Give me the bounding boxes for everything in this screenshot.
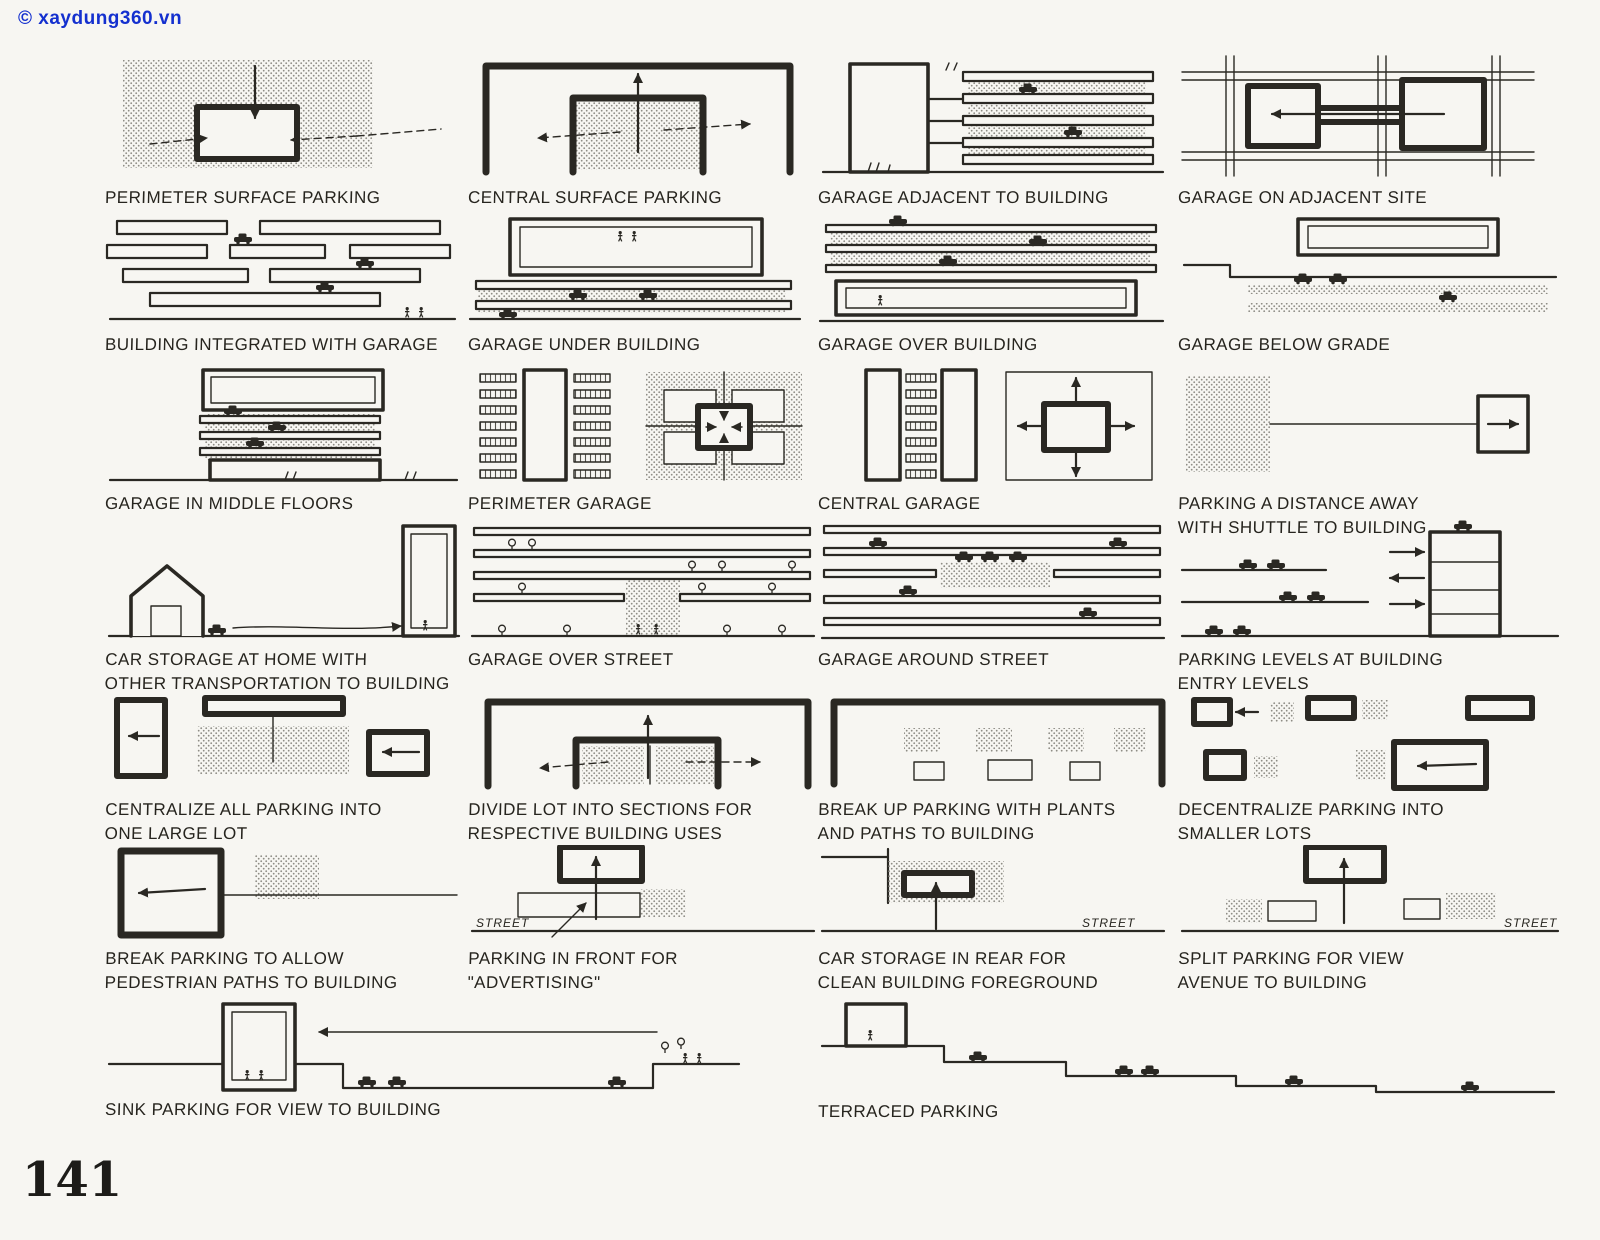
caption: DIVIDE LOT INTO SECTIONS FOR (468, 800, 753, 819)
panel-garage-over-street: GARAGE OVER STREET (468, 520, 818, 672)
panel-break-up-parking-with-plants: BREAK UP PARKING WITH PLANTS AND PATHS T… (817, 692, 1178, 846)
diagram-central-surface-parking (482, 62, 794, 176)
diagram-parking-in-front-advertising: STREET (470, 845, 816, 938)
diagram-divide-lot-into-sections (484, 698, 812, 790)
panel-garage-in-middle-floors: GARAGE IN MIDDLE FLOORS (105, 366, 465, 516)
diagram-parking-levels-at-building-entry (1180, 520, 1560, 638)
caption: AND PATHS TO BUILDING (817, 824, 1035, 844)
caption: GARAGE ON ADJACENT SITE (1177, 188, 1428, 207)
diagram-garage-in-middle-floors (108, 368, 459, 482)
caption: CENTRAL GARAGE (817, 494, 981, 513)
caption: SMALLER LOTS (1177, 824, 1312, 844)
caption: RESPECTIVE BUILDING USES (467, 824, 723, 844)
caption: PERIMETER GARAGE (467, 494, 653, 513)
diagram-decentralize-parking (1191, 695, 1535, 791)
panel-central-garage: CENTRAL GARAGE (818, 366, 1168, 516)
street-label: STREET (1504, 916, 1558, 930)
caption: CENTRAL SURFACE PARKING (467, 188, 723, 207)
diagram-car-storage-at-home (107, 524, 461, 638)
caption: CLEAN BUILDING FOREGROUND (817, 973, 1099, 993)
panel-break-parking-pedestrian-paths: BREAK PARKING TO ALLOW PEDESTRIAN PATHS … (104, 845, 465, 995)
diagram-garage-around-street (820, 524, 1166, 640)
diagram-central-garage (864, 368, 1153, 482)
panel-garage-adjacent-to-building: GARAGE ADJACENT TO BUILDING (818, 52, 1168, 210)
caption: SINK PARKING FOR VIEW TO BUILDING (104, 1100, 442, 1119)
diagram-break-up-parking-with-plants (830, 698, 1166, 788)
diagram-building-integrated-with-garage (105, 219, 457, 321)
panel-central-surface-parking: CENTRAL SURFACE PARKING (468, 52, 808, 210)
caption: ONE LARGE LOT (104, 824, 248, 844)
caption: "ADVERTISING" (467, 973, 601, 993)
caption: AVENUE TO BUILDING (1177, 973, 1368, 993)
caption: PERIMETER SURFACE PARKING (104, 188, 381, 207)
caption: SPLIT PARKING FOR VIEW (1178, 949, 1405, 968)
caption: GARAGE OVER BUILDING (817, 335, 1038, 354)
panel-parking-levels-at-building-entry: PARKING LEVELS AT BUILDING ENTRY LEVELS (1177, 520, 1563, 696)
panel-perimeter-garage: PERIMETER GARAGE (468, 366, 818, 516)
caption: GARAGE IN MIDDLE FLOORS (104, 494, 354, 513)
caption: GARAGE UNDER BUILDING (467, 335, 701, 354)
panel-split-parking-for-view: STREET SPLIT PARKING FOR VIEW AVENUE TO … (1177, 845, 1563, 995)
street-label: STREET (476, 916, 530, 930)
panel-sink-parking: SINK PARKING FOR VIEW TO BUILDING (105, 1000, 745, 1122)
panel-garage-below-grade: GARAGE BELOW GRADE (1178, 215, 1563, 357)
panel-building-integrated-with-garage: BUILDING INTEGRATED WITH GARAGE (105, 215, 465, 357)
diagram-split-parking-for-view: STREET (1180, 845, 1560, 933)
diagram-perimeter-garage (479, 368, 803, 482)
caption: BREAK UP PARKING WITH PLANTS (818, 800, 1116, 819)
caption: GARAGE ADJACENT TO BUILDING (817, 188, 1110, 207)
caption: GARAGE OVER STREET (467, 650, 674, 669)
panel-parking-in-front-advertising: STREET PARKING IN FRONT FOR "ADVERTISING… (467, 845, 818, 995)
panel-garage-around-street: GARAGE AROUND STREET (818, 520, 1168, 672)
diagram-garage-over-street (470, 526, 816, 638)
panel-garage-under-building: GARAGE UNDER BUILDING (468, 215, 808, 357)
caption: BREAK PARKING TO ALLOW (105, 949, 345, 968)
diagram-garage-below-grade (1182, 217, 1558, 312)
panel-centralize-all-parking: CENTRALIZE ALL PARKING INTO ONE LARGE LO… (104, 692, 465, 846)
panel-divide-lot-into-sections: DIVIDE LOT INTO SECTIONS FOR RESPECTIVE … (467, 692, 818, 846)
panel-decentralize-parking: DECENTRALIZE PARKING INTO SMALLER LOTS (1177, 692, 1563, 846)
caption: TERRACED PARKING (817, 1102, 999, 1121)
diagram-garage-over-building (818, 215, 1165, 323)
panel-garage-on-adjacent-site: GARAGE ON ADJACENT SITE (1178, 52, 1538, 210)
site-watermark: © xaydung360.vn (18, 8, 183, 29)
diagram-sink-parking (107, 1002, 741, 1092)
panel-car-storage-in-rear: STREET CAR STORAGE IN REAR FOR CLEAN BUI… (817, 845, 1168, 995)
diagram-car-storage-in-rear: STREET (820, 847, 1166, 933)
diagram-perimeter-surface-parking (123, 60, 442, 168)
caption: PARKING IN FRONT FOR (468, 949, 679, 968)
caption: PARKING A DISTANCE AWAY (1178, 494, 1420, 513)
panel-parking-a-distance-away: PARKING A DISTANCE AWAY WITH SHUTTLE TO … (1177, 366, 1563, 540)
diagram-parking-a-distance-away (1186, 376, 1530, 472)
caption: CENTRALIZE ALL PARKING INTO (105, 800, 382, 819)
caption: PARKING LEVELS AT BUILDING (1178, 650, 1444, 669)
street-label: STREET (1082, 916, 1136, 930)
diagram-garage-on-adjacent-site (1181, 55, 1535, 177)
page-number: 141 (22, 1152, 123, 1208)
caption: PEDESTRIAN PATHS TO BUILDING (104, 973, 398, 993)
diagram-centralize-all-parking (114, 695, 430, 779)
panel-car-storage-at-home: CAR STORAGE AT HOME WITH OTHER TRANSPORT… (104, 520, 465, 696)
panel-terraced-parking: TERRACED PARKING (818, 1002, 1558, 1124)
caption: CAR STORAGE IN REAR FOR (818, 949, 1067, 968)
caption: GARAGE BELOW GRADE (1177, 335, 1391, 354)
caption: BUILDING INTEGRATED WITH GARAGE (104, 335, 439, 354)
caption: GARAGE AROUND STREET (817, 650, 1050, 669)
caption: DECENTRALIZE PARKING INTO (1178, 800, 1445, 819)
diagram-garage-under-building (468, 217, 802, 321)
panel-perimeter-surface-parking: PERIMETER SURFACE PARKING (105, 52, 465, 210)
diagram-terraced-parking (820, 1002, 1556, 1094)
caption: CAR STORAGE AT HOME WITH (105, 650, 368, 669)
diagram-break-parking-pedestrian-paths (117, 847, 458, 939)
panel-garage-over-building: GARAGE OVER BUILDING (818, 215, 1168, 357)
diagram-garage-adjacent-to-building (821, 62, 1165, 174)
